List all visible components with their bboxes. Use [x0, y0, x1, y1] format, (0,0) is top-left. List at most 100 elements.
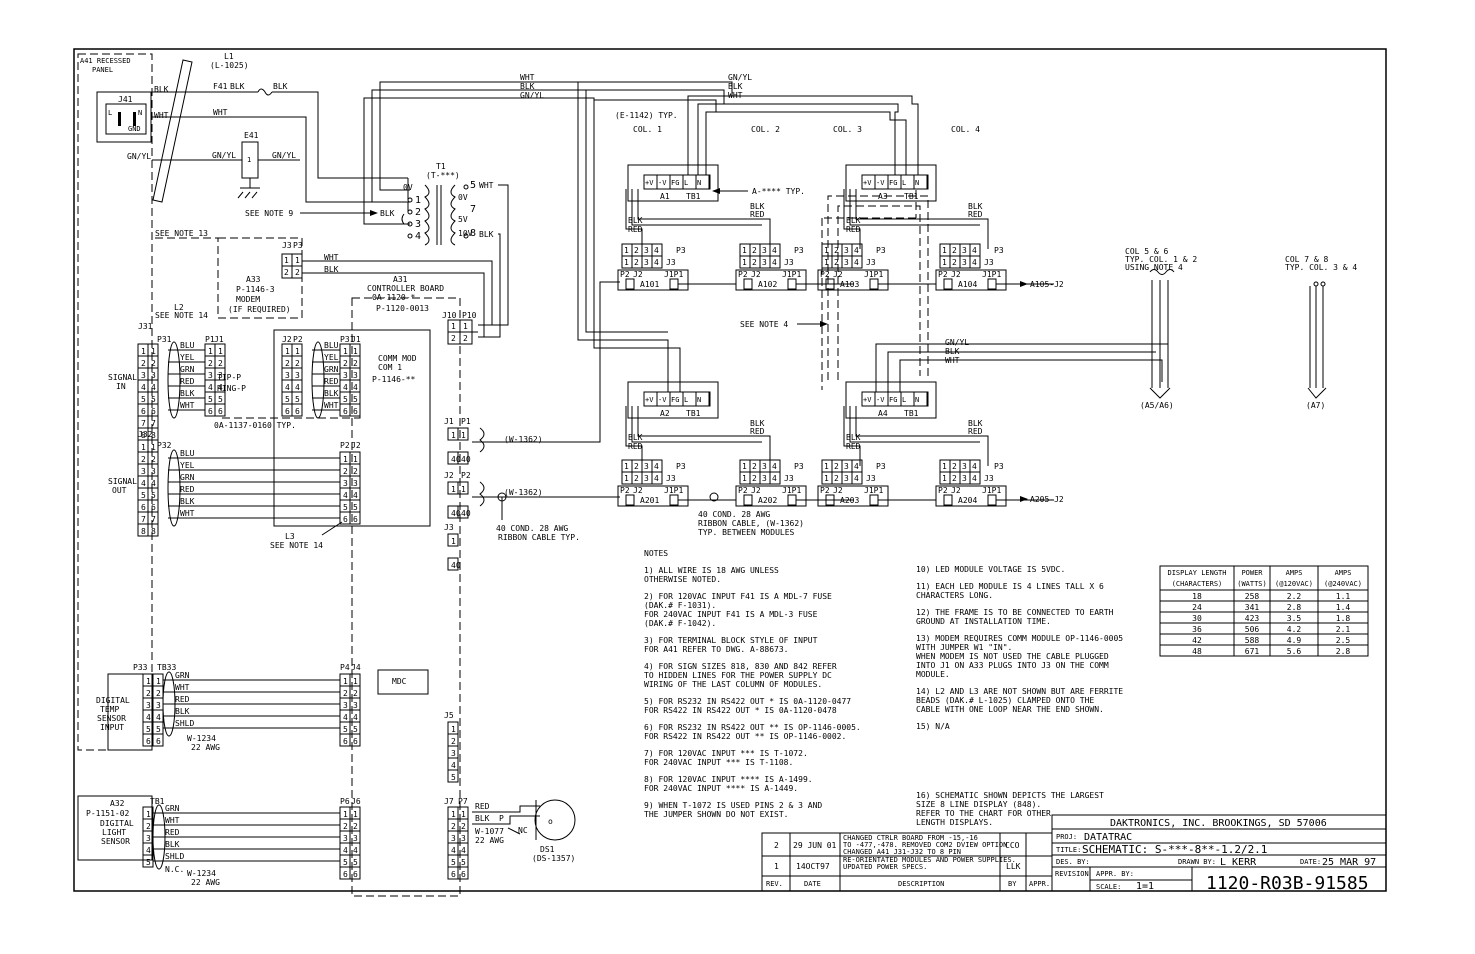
revision-label: REVISION	[1055, 870, 1089, 878]
ds1-cable: W-1077	[475, 827, 504, 836]
company: DAKTRONICS, INC. BROOKINGS, SD 57006	[1110, 818, 1327, 829]
j7-label: J7	[444, 797, 454, 806]
tb33-strip-pin: 2	[146, 689, 151, 698]
table-cell: 2.1	[1336, 625, 1351, 634]
col4-label: COL. 4	[951, 125, 980, 134]
p31j1-strip-pin: 5	[343, 395, 348, 404]
board-pin: 3	[762, 246, 767, 255]
board-j2: J2	[833, 486, 843, 495]
ribbon-j2: J2	[444, 471, 454, 480]
note-line: 12) THE FRAME IS TO BE CONNECTED TO EART…	[916, 608, 1114, 617]
between-1: 40 COND. 28 AWG	[698, 510, 770, 519]
table-cell: 506	[1245, 625, 1260, 634]
p10-pin2: 2	[463, 334, 468, 343]
j41-pin-l	[118, 112, 121, 126]
c78-1: COL 7 & 8	[1285, 255, 1329, 264]
terminal-label: N	[697, 179, 701, 187]
bus-blk-label: BLK	[520, 82, 535, 91]
p1j1-strip-pin: 4	[208, 383, 213, 392]
f41-blk-out: BLK	[273, 82, 288, 91]
table-cell: 423	[1245, 614, 1260, 623]
note-line: BEADS (DAK.# L-1025) CLAMPED ONTO THE	[916, 696, 1094, 705]
j5-strip-pin: 2	[451, 737, 456, 746]
p2j2-strip-pin: 6	[343, 515, 348, 524]
see-note-14-b: SEE NOTE 14	[270, 541, 323, 550]
temp-label-4: INPUT	[100, 723, 124, 732]
j32-strip-pin: 8	[141, 527, 146, 536]
p1j1-strip-pin: 5	[218, 395, 223, 404]
p6j6-strip-pin: 5	[343, 858, 348, 867]
modem-required: (IF REQUIRED)	[228, 305, 291, 314]
p2j2-strip-pin: 5	[343, 503, 348, 512]
note-line: FOR RS422 IN RS422 OUT ** IS OP-1146-000…	[644, 732, 846, 741]
note-line: THE JUMPER SHOWN DO NOT EXIST.	[644, 810, 789, 819]
j2p2-strip-pin: 5	[285, 395, 290, 404]
supply-blk-2: BLK	[968, 419, 983, 428]
terminal-label: L	[684, 179, 688, 187]
p2j2-strip-pin: 3	[353, 479, 358, 488]
t1-name: T1	[436, 162, 446, 171]
mdc-label: MDC	[392, 677, 407, 686]
a7-label: (A7)	[1306, 401, 1325, 410]
a205-label: A205-J2	[1030, 495, 1064, 504]
j31-strip-pin: 2	[151, 359, 156, 368]
tb33-strip-pin: 2	[156, 689, 161, 698]
board-j1p1: J1P1	[982, 486, 1001, 495]
board-pin: 4	[654, 246, 659, 255]
j2p2-strip-pin: 5	[295, 395, 300, 404]
board-pin: 1	[742, 246, 747, 255]
note-line: 9) WHEN T-1072 IS USED PINS 2 & 3 AND	[644, 801, 822, 810]
f41-label: F41	[213, 82, 228, 91]
supply-blk-2: BLK	[750, 419, 765, 428]
board-j3: J3	[784, 474, 794, 483]
ribbon-typ: RIBBON CABLE TYP.	[498, 533, 580, 542]
board-pin: 2	[634, 246, 639, 255]
comm-mod-com: COM 1	[378, 363, 402, 372]
terminal-label: -V	[876, 179, 885, 187]
signal-out-wires-label: RED	[180, 485, 195, 494]
j7p7-strip-pin: 2	[461, 822, 466, 831]
j32-strip-pin: 3	[141, 467, 146, 476]
rev-col-appr: APPR.	[1029, 880, 1050, 888]
board-pin: 2	[752, 462, 757, 471]
light-sensor-box	[77, 795, 153, 861]
board-pin: 4	[854, 474, 859, 483]
note-line: 3) FOR TERMINAL BLOCK STYLE OF INPUT	[644, 636, 818, 645]
table-cell: 3.5	[1287, 614, 1302, 623]
board-p3: P3	[794, 246, 804, 255]
t1-5v: 5V	[458, 215, 468, 224]
j32-strip-pin: 1	[141, 443, 146, 452]
supply-red-2: RED	[750, 210, 765, 219]
j2p2-strip-pin: 2	[295, 359, 300, 368]
board-pin: 4	[772, 474, 777, 483]
p1j1-strip-pin: 2	[208, 359, 213, 368]
j1p1-bot-pin: 40	[461, 455, 471, 464]
c56-2: TYP. COL. 1 & 2	[1125, 255, 1197, 264]
note-line: 11) EACH LED MODULE IS 4 LINES TALL X 6	[916, 582, 1104, 591]
board-pin: 1	[742, 474, 747, 483]
board-p3: P3	[876, 246, 886, 255]
signal-in-wires-label: RED	[180, 377, 195, 386]
rev2-desc-2: TO -477,-478. REMOVED COM2 DVIEW OPTION	[843, 841, 1007, 849]
p31j1-strip-pin: 4	[353, 383, 358, 392]
temp-wires-label: WHT	[175, 683, 190, 692]
des-label: DES. BY:	[1056, 858, 1090, 866]
board-pin: 1	[742, 258, 747, 267]
p2j2-strip-pin: 4	[353, 491, 358, 500]
p4j4-strip-pin: 4	[353, 713, 358, 722]
modem-p3: P3	[293, 241, 303, 250]
light-wires-label: WHT	[165, 816, 180, 825]
top-power-bus: WHT BLK GN/YL GN/YL BLK WHT	[363, 73, 919, 392]
note-line: REFER TO THE CHART FOR OTHER	[916, 809, 1051, 818]
comm-wires-label: BLK	[324, 389, 339, 398]
board-j1p1: J1P1	[664, 270, 683, 279]
board-p2: P2	[620, 486, 630, 495]
j31-strip-pin: 4	[141, 383, 146, 392]
board-p3: P3	[994, 462, 1004, 471]
controller-label: CONTROLLER BOARD	[367, 284, 444, 293]
board-pin: 3	[962, 246, 967, 255]
p6-label: P6	[340, 797, 350, 806]
